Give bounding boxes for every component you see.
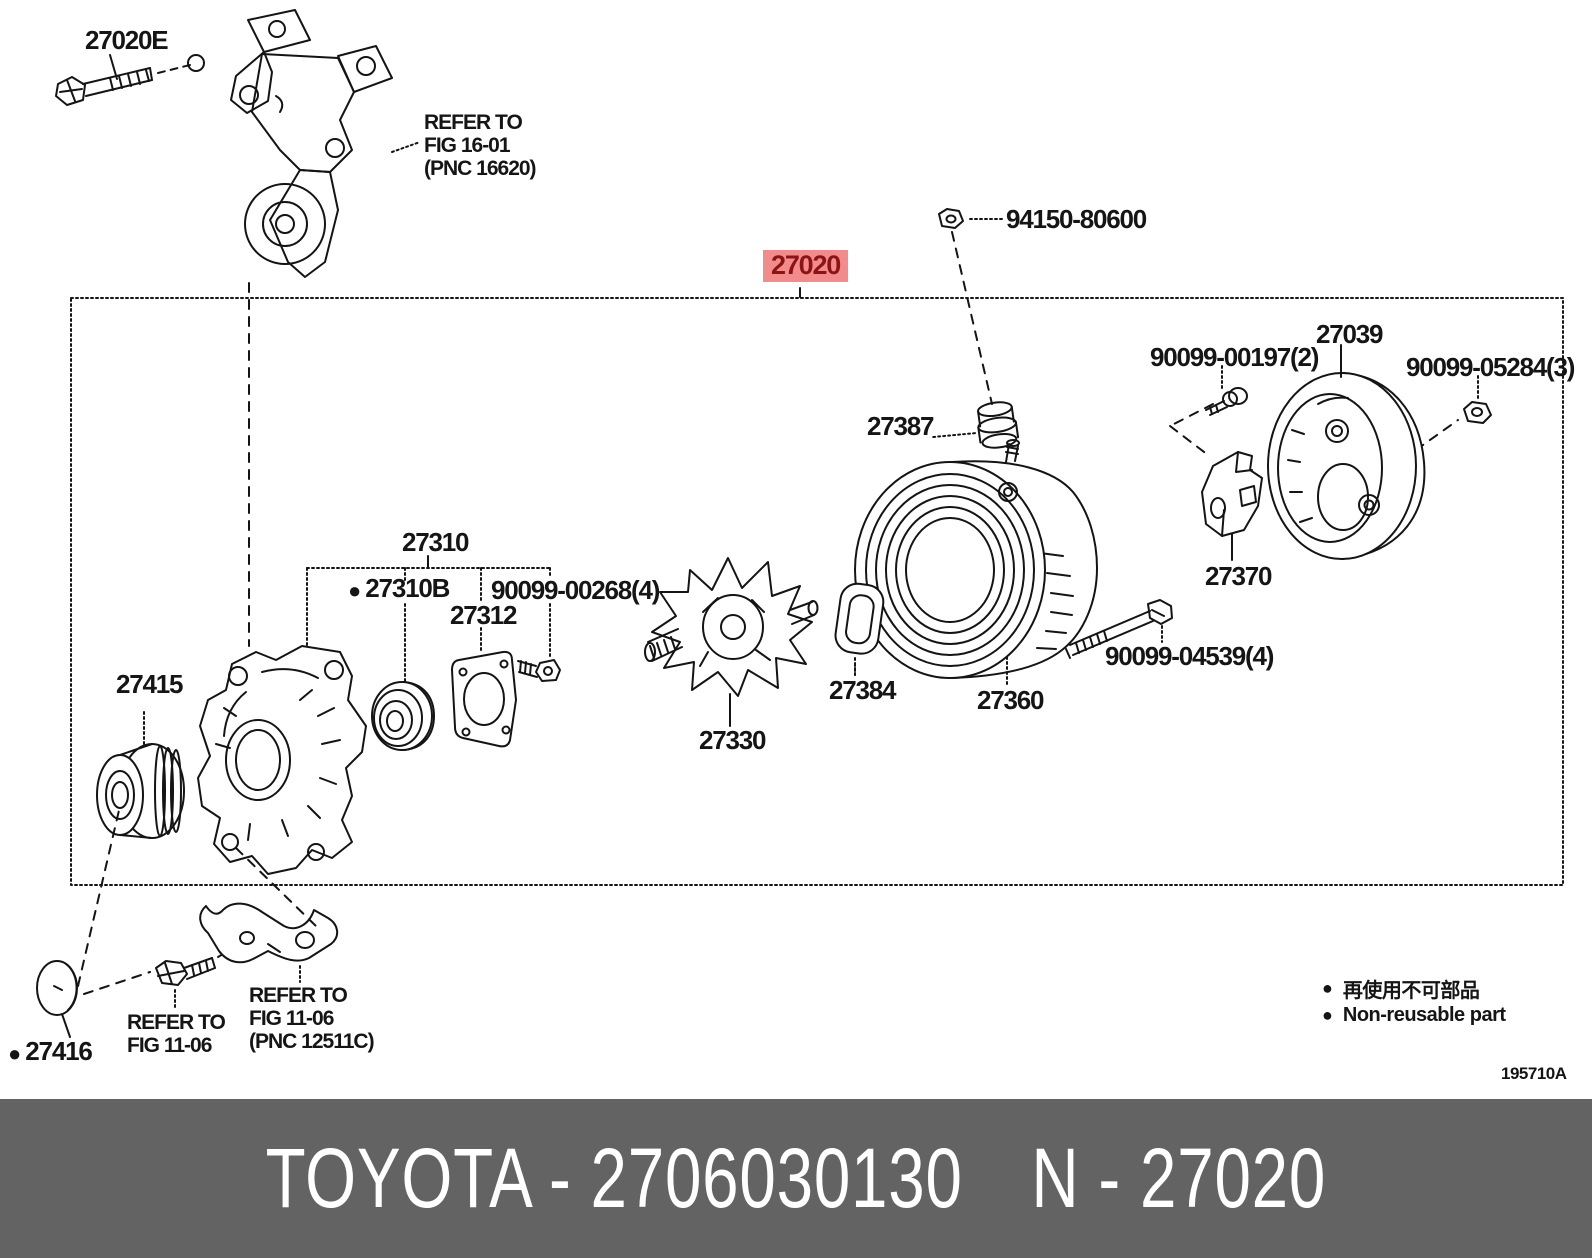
refer-note-line: REFER TO bbox=[249, 984, 348, 1007]
grommet-27387-drawing bbox=[932, 401, 1020, 449]
misc-leaders bbox=[109, 54, 801, 298]
refer-note-line: FIG 16-01 bbox=[424, 134, 511, 157]
part-label-90099-00197[interactable]: 90099-00197(2) bbox=[1150, 342, 1319, 372]
tensioner-bracket-drawing bbox=[187, 9, 393, 278]
screw-90099-00268-drawing bbox=[517, 659, 561, 682]
legend-text-en: Non-reusable part bbox=[1342, 1004, 1506, 1026]
through-bolt-90099-04539-drawing bbox=[1065, 599, 1173, 659]
part-label-27387[interactable]: 27387 bbox=[867, 411, 935, 441]
legend-bullet-icon: ● bbox=[1322, 1005, 1333, 1025]
non-reusable-bullet-icon: ● bbox=[8, 1041, 22, 1066]
selected-part-label-27020[interactable]: 27020 bbox=[763, 250, 849, 283]
part-label-27310b[interactable]: ●27310B bbox=[348, 573, 450, 603]
part-label-90099-05284[interactable]: 90099-05284(3) bbox=[1406, 352, 1575, 382]
part-label-90099-00268[interactable]: 90099-00268(4) bbox=[491, 575, 660, 605]
part-label-27370[interactable]: 27370 bbox=[1205, 561, 1273, 591]
rotor-27330-drawing bbox=[644, 557, 819, 727]
part-label-27330[interactable]: 27330 bbox=[699, 725, 767, 755]
part-label-27020e[interactable]: 27020E bbox=[85, 25, 169, 55]
part-label-27416[interactable]: ●27416 bbox=[8, 1036, 93, 1066]
part-label-90099-04539[interactable]: 90099-04539(4) bbox=[1105, 641, 1274, 671]
cap-27416-drawing bbox=[36, 805, 151, 1038]
refer-note-line: REFER TO bbox=[424, 111, 523, 134]
rear-cover-27039-drawing bbox=[1267, 344, 1426, 560]
pulley-27415-drawing bbox=[96, 711, 185, 839]
group-27310-leaders bbox=[306, 567, 551, 683]
part-label-94150-80600[interactable]: 94150-80600 bbox=[1006, 204, 1147, 234]
seal-27384-drawing bbox=[834, 582, 885, 676]
bolt-27020e-drawing bbox=[55, 64, 191, 106]
legend-bullet-icon: ● bbox=[1322, 978, 1333, 998]
refer-note-line: REFER TO bbox=[127, 1011, 226, 1034]
footer-pnc: N - 27020 bbox=[1031, 1131, 1327, 1225]
nut-94150-drawing bbox=[938, 208, 1003, 405]
legend-non-reusable-jp: ● 再使用不可部品 bbox=[1322, 974, 1480, 1003]
refer-note-fig-11-06: REFER TO FIG 11-06 bbox=[127, 1011, 226, 1057]
regulator-27370-drawing bbox=[1201, 451, 1263, 561]
refer-note-line: (PNC 12511C) bbox=[249, 1030, 375, 1053]
nut-90099-05284-drawing bbox=[1415, 375, 1492, 451]
assembly-boundary-box bbox=[70, 297, 1564, 886]
screw-90099-00197-drawing bbox=[1169, 365, 1248, 456]
legend-text-jp: 再使用不可部品 bbox=[1342, 980, 1480, 1002]
footer-part-id: TOYOTA - 2706030130 bbox=[265, 1131, 963, 1225]
part-label-27310[interactable]: 27310 bbox=[402, 527, 470, 557]
bearing-27310b-drawing bbox=[371, 681, 435, 751]
part-label-27384[interactable]: 27384 bbox=[829, 675, 897, 705]
stator-27360-drawing bbox=[854, 439, 1098, 686]
front-housing-drawing bbox=[197, 645, 367, 875]
part-number-text: 27416 bbox=[25, 1036, 93, 1066]
refer-note-line: (PNC 16620) bbox=[424, 157, 537, 180]
plate-27312-drawing bbox=[451, 650, 517, 748]
mount-bracket-drawing bbox=[199, 847, 339, 983]
part-label-27360[interactable]: 27360 bbox=[977, 685, 1045, 715]
refer-note-line: FIG 11-06 bbox=[127, 1034, 212, 1057]
part-label-27039[interactable]: 27039 bbox=[1316, 319, 1384, 349]
non-reusable-bullet-icon: ● bbox=[348, 578, 362, 603]
part-number-text: 27310B bbox=[365, 573, 450, 603]
footer-banner: TOYOTA - 2706030130 N - 27020 bbox=[0, 1099, 1592, 1258]
refer-note-line: FIG 11-06 bbox=[249, 1007, 334, 1030]
refer-note-fig-16-01: REFER TO FIG 16-01 (PNC 16620) bbox=[424, 111, 537, 180]
legend-non-reusable-en: ● Non-reusable part bbox=[1322, 1004, 1506, 1027]
part-label-27415[interactable]: 27415 bbox=[116, 669, 184, 699]
refer-note-fig-11-06-pnc: REFER TO FIG 11-06 (PNC 12511C) bbox=[249, 984, 375, 1053]
part-label-27312[interactable]: 27312 bbox=[450, 600, 518, 630]
sheet-code: 195710A bbox=[1501, 1064, 1567, 1083]
